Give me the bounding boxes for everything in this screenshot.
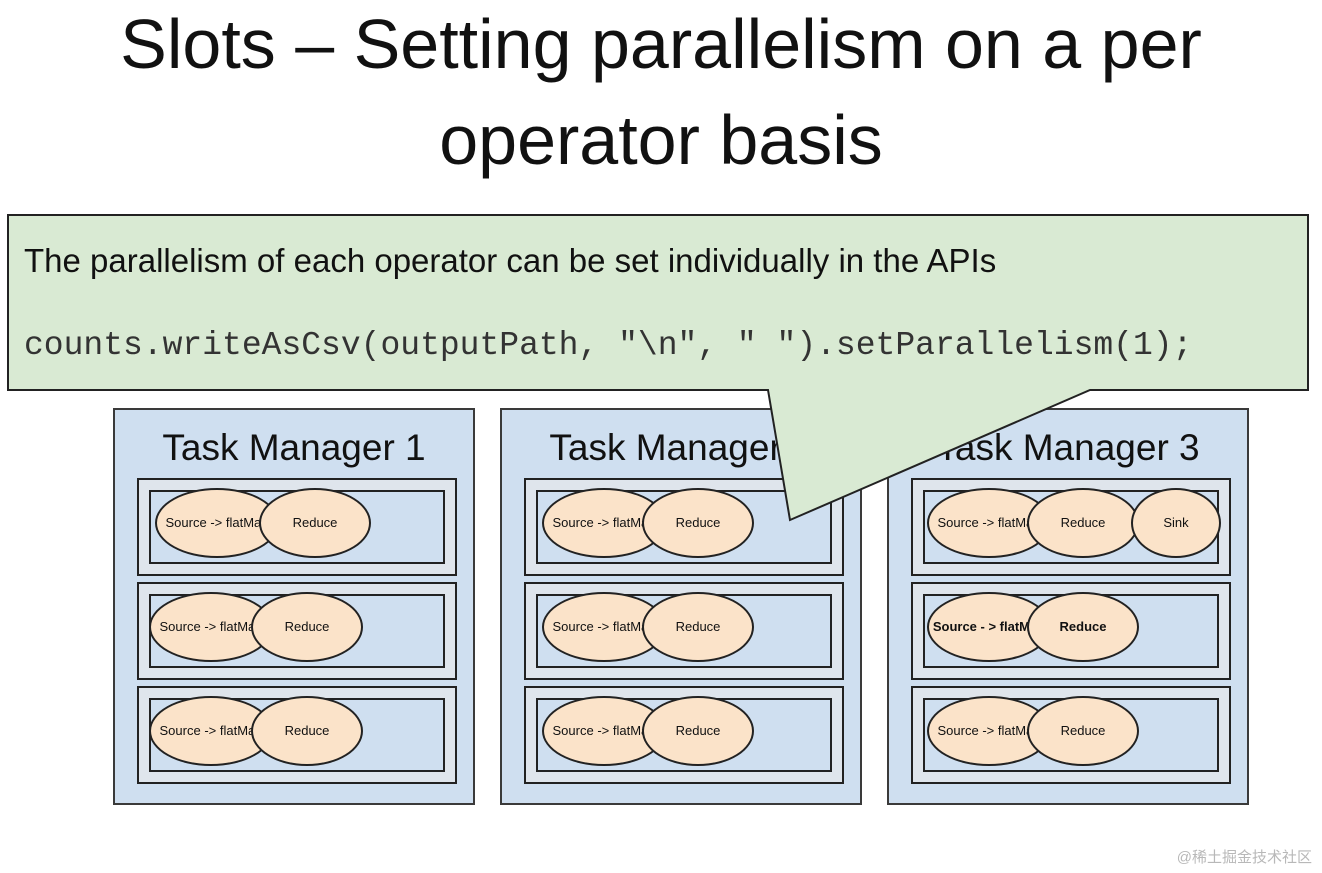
task-slot: Source -> flatMap Reduce [137, 478, 457, 576]
slide-title: Slots – Setting parallelism on a per ope… [0, 0, 1322, 188]
reduce-operator: Reduce [259, 488, 371, 558]
task-slot: Source -> flatMap Reduce [137, 686, 457, 784]
source-flatmap-operator: Source -> flatMap [927, 696, 1051, 766]
task-manager-3: Task Manager 3 Source -> flatMap Reduce … [887, 408, 1249, 805]
task-slot: Source -> flatMap Reduce [524, 582, 844, 680]
reduce-operator: Reduce [642, 592, 754, 662]
title-line-1: Slots – Setting parallelism on a per [120, 5, 1202, 83]
task-manager-label: Task Manager 1 [162, 427, 426, 468]
task-manager-label: Task Manager 2 [549, 427, 813, 468]
code-snippet: counts.writeAsCsv(outputPath, "\n", " ")… [24, 327, 1193, 364]
reduce-operator: Reduce [251, 592, 363, 662]
task-manager-2: Task Manager 2 Source -> flatMap Reduce … [500, 408, 862, 805]
task-slot: Source -> flatMap Reduce [524, 478, 844, 576]
task-manager-1: Task Manager 1 Source -> flatMap Reduce … [113, 408, 475, 805]
task-slot: Source -> flatMap Reduce [524, 686, 844, 784]
reduce-operator: Reduce [1027, 696, 1139, 766]
callout-text: The parallelism of each operator can be … [24, 242, 997, 279]
task-slot: Source - > flatMap Reduce [911, 582, 1231, 680]
reduce-operator: Reduce [251, 696, 363, 766]
task-manager-label: Task Manager 3 [936, 427, 1200, 468]
reduce-operator: Reduce [642, 488, 754, 558]
reduce-operator: Reduce [1027, 592, 1139, 662]
source-flatmap-operator: Source -> flatMap [542, 696, 666, 766]
reduce-operator: Reduce [1027, 488, 1139, 558]
watermark: @稀土掘金技术社区 [1176, 849, 1312, 866]
task-slot: Source -> flatMap Reduce [911, 686, 1231, 784]
reduce-operator: Reduce [642, 696, 754, 766]
title-line-2: operator basis [439, 101, 883, 179]
task-slot: Source -> flatMap Reduce [137, 582, 457, 680]
sink-operator: Sink [1131, 488, 1221, 558]
task-slot: Source -> flatMap Reduce Sink [911, 478, 1231, 576]
